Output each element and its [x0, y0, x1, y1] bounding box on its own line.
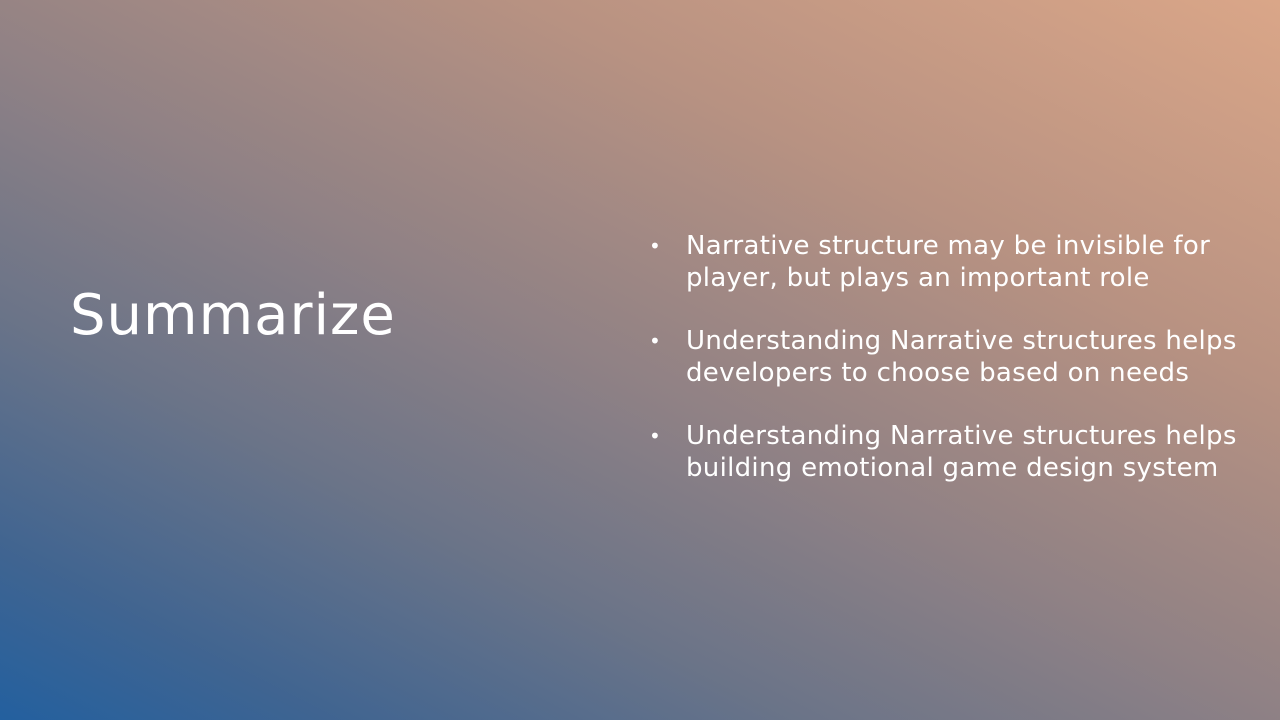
bullet-item: • Understanding Narrative structures hel…	[646, 420, 1276, 484]
bullet-dot-icon: •	[649, 234, 662, 258]
bullet-item: • Narrative structure may be invisible f…	[646, 230, 1276, 294]
bullet-text: Narrative structure may be invisible for…	[686, 231, 1211, 293]
bullet-text: Understanding Narrative structures helps…	[686, 421, 1237, 483]
bullet-dot-icon: •	[649, 424, 662, 448]
bullet-item: • Understanding Narrative structures hel…	[646, 325, 1276, 389]
bullet-list: • Narrative structure may be invisible f…	[646, 230, 1276, 515]
bullet-text: Understanding Narrative structures helps…	[686, 326, 1237, 388]
bullet-dot-icon: •	[649, 329, 662, 353]
slide-title: Summarize	[70, 283, 396, 348]
